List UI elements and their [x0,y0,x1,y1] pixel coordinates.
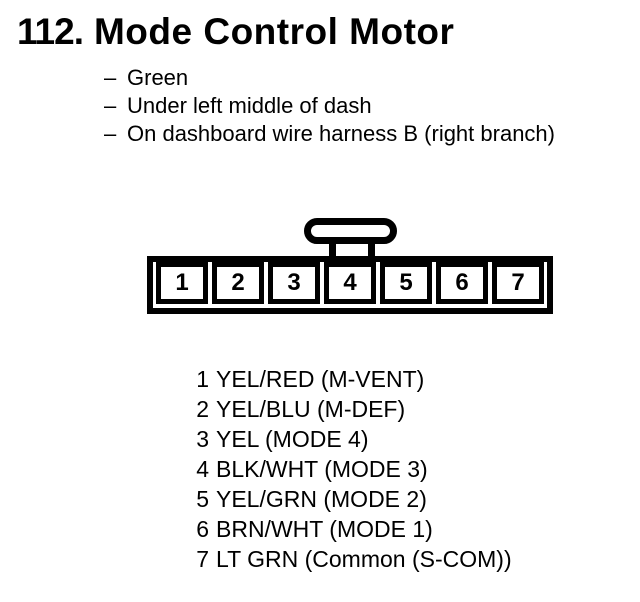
legend-pin-number: 1 [196,366,209,392]
connector-lock-tab-stem [329,242,375,257]
pin-number: 2 [231,269,245,296]
note-item: – Green [104,64,555,92]
section-number: 112. [17,11,84,52]
pin-cell: 2 [212,262,264,304]
legend-wire-label: BLK/WHT (MODE 3) [216,456,428,482]
note-item: – On dashboard wire harness B (right bra… [104,120,555,148]
legend-wire-label: YEL/GRN (MODE 2) [216,486,427,512]
legend-row: 5 YEL/GRN (MODE 2) [196,484,512,514]
connector-body: 1 2 3 4 5 6 [147,256,553,314]
pin-number: 5 [399,269,413,296]
legend-pin-number: 4 [196,456,209,482]
note-item: – Under left middle of dash [104,92,555,120]
dash-bullet: – [104,121,117,146]
connector-lock-tab-icon [304,218,397,244]
legend-row: 4 BLK/WHT (MODE 3) [196,454,512,484]
section-heading: 112. Mode Control Motor [17,12,454,52]
legend-pin-number: 6 [196,516,209,542]
notes-list: – Green – Under left middle of dash – On… [104,64,555,148]
legend-row: 6 BRN/WHT (MODE 1) [196,514,512,544]
note-text: Under left middle of dash [127,93,372,118]
pin-number: 4 [343,269,357,296]
legend-pin-number: 5 [196,486,209,512]
legend-pin-number: 3 [196,426,209,452]
pin-cell: 7 [492,262,544,304]
note-text: Green [127,65,189,90]
legend-row: 3 YEL (MODE 4) [196,424,512,454]
dash-bullet: – [104,93,117,118]
legend-wire-label: YEL (MODE 4) [216,426,369,452]
pin-cell: 6 [436,262,488,304]
pin-cell: 4 [324,262,376,304]
legend-wire-label: YEL/BLU (M-DEF) [216,396,406,422]
pin-number: 7 [511,269,525,296]
dash-bullet: – [104,65,117,90]
legend-row: 1 YEL/RED (M-VENT) [196,364,512,394]
legend-pin-number: 2 [196,396,209,422]
pin-number: 3 [287,269,301,296]
legend-wire-label: YEL/RED (M-VENT) [216,366,425,392]
pin-legend: 1 YEL/RED (M-VENT) 2 YEL/BLU (M-DEF) 3 Y… [196,364,512,574]
note-text: On dashboard wire harness B (right branc… [127,121,555,146]
legend-row: 2 YEL/BLU (M-DEF) [196,394,512,424]
pin-cell: 3 [268,262,320,304]
pin-cell: 5 [380,262,432,304]
legend-row: 7 LT GRN (Common (S-COM)) [196,544,512,574]
pin-cell: 1 [156,262,208,304]
legend-wire-label: LT GRN (Common (S-COM)) [216,546,512,572]
page-title: Mode Control Motor [93,11,455,52]
pin-number: 6 [455,269,469,296]
pin-number: 1 [175,269,189,296]
legend-wire-label: BRN/WHT (MODE 1) [216,516,433,542]
legend-pin-number: 7 [196,546,209,572]
